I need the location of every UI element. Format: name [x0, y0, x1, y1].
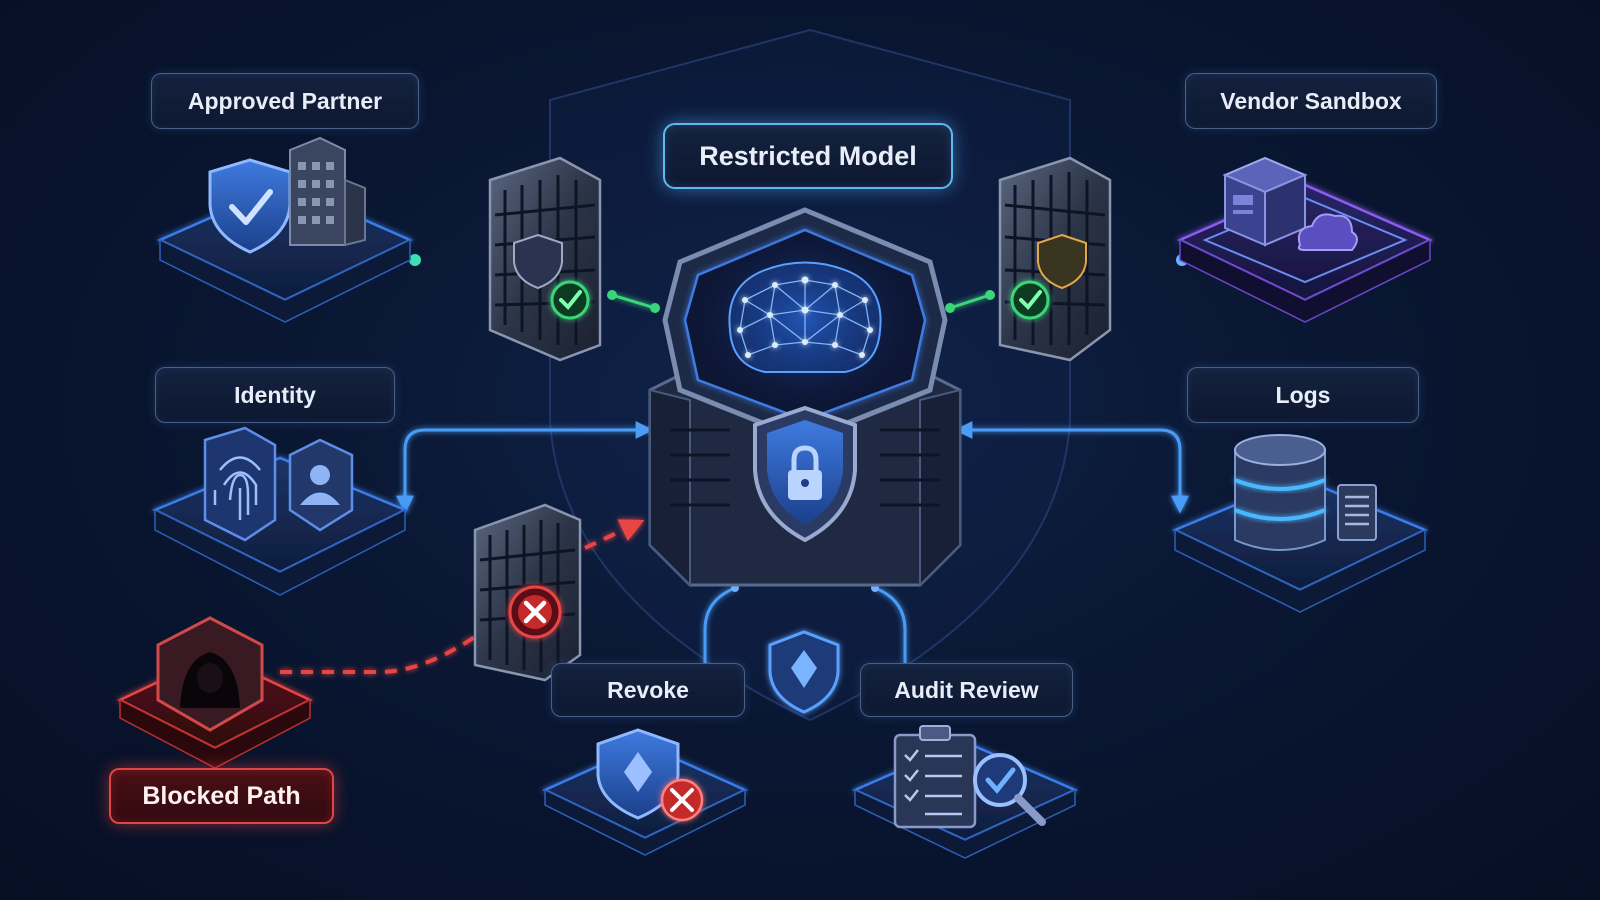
logs-label: Logs [1187, 367, 1419, 423]
audit-review-label: Audit Review [860, 663, 1073, 717]
cloud-icon [1297, 213, 1358, 251]
audit-review-platform [851, 725, 1079, 859]
database-icon [1234, 434, 1326, 551]
blocked-path-label: Blocked Path [109, 768, 334, 824]
identity-platform [151, 426, 409, 596]
logs-platform [1171, 434, 1429, 613]
clipboard-checklist-icon [893, 725, 977, 829]
user-icon [288, 438, 354, 532]
approved-partner-platform [157, 136, 413, 323]
document-icon [1337, 484, 1377, 541]
vendor-sandbox-label: Vendor Sandbox [1185, 73, 1437, 129]
revoke-label: Revoke [551, 663, 745, 717]
hooded-user-icon [156, 616, 264, 732]
shield-icon [596, 728, 680, 820]
restricted-model-label: Restricted Model [663, 123, 953, 189]
approved-partner-label: Approved Partner [151, 73, 419, 129]
gate-blocked-icon [473, 503, 582, 682]
neural-network-icon [728, 261, 882, 373]
vendor-sandbox-platform [1177, 156, 1433, 323]
fingerprint-icon [203, 426, 277, 542]
blocked-path-platform [117, 616, 313, 769]
x-circle-icon [660, 778, 704, 822]
shield-icon [768, 630, 840, 714]
restricted-model-core [648, 207, 962, 588]
gate-allowed-icon [488, 156, 602, 362]
magnifier-check-icon [973, 753, 1046, 826]
gate-allowed-icon [998, 156, 1112, 362]
identity-label: Identity [155, 367, 395, 423]
building-icon [289, 136, 366, 247]
revoke-platform [542, 728, 748, 856]
connectors [280, 251, 1189, 674]
shield-check-icon [208, 158, 292, 254]
cube-icon [1222, 156, 1308, 247]
lock-shield-icon [753, 405, 857, 543]
